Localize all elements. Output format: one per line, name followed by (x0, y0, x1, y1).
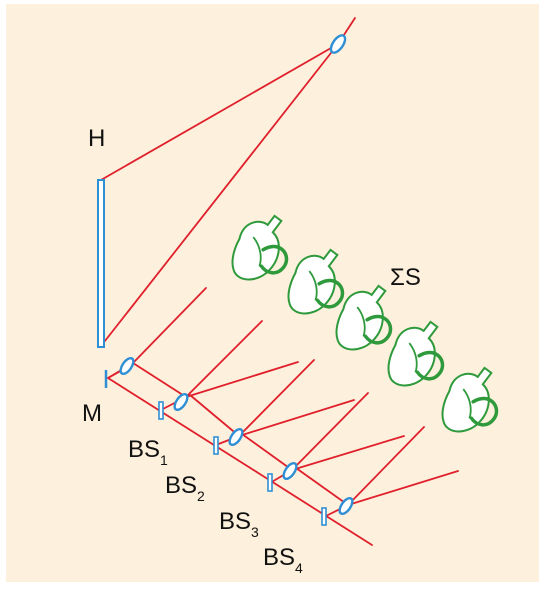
ray-bs4-back (295, 467, 349, 506)
lens-bs1-icon (173, 392, 189, 412)
ray-bs2-up (238, 359, 315, 437)
ray-bs2-back (189, 394, 240, 437)
ray-bs1-back (132, 362, 187, 398)
beam-splitter-bs4-icon (321, 507, 327, 526)
ray-bs1-out (185, 361, 299, 398)
label-bs3-sub: 3 (251, 524, 259, 540)
label-bs2-sub: 2 (197, 488, 205, 504)
ray-bs3-back (241, 433, 293, 471)
label-bs1: BS1 (128, 436, 168, 468)
ray-lens-to-hologram-bottom (100, 43, 339, 347)
label-bs2-base: BS (165, 472, 197, 499)
diagram-panel (6, 4, 539, 582)
ray-bs3-up (291, 392, 369, 471)
ray-bs2-out (238, 399, 355, 437)
ray-bs1-up (185, 320, 263, 398)
label-bs4: BS4 (263, 544, 303, 576)
lens-top-icon (329, 34, 347, 54)
label-mirror: M (82, 400, 102, 427)
label-hologram: H (88, 125, 105, 152)
lens-group (119, 34, 354, 516)
ray-bs3-out (291, 435, 405, 471)
lens-bs4-icon (338, 496, 354, 516)
label-bs3-base: BS (219, 508, 251, 535)
label-bs4-sub: 4 (295, 560, 303, 576)
beam-splitter-bs1-icon (158, 401, 164, 420)
lens-m-icon (119, 356, 135, 376)
label-bs2: BS2 (165, 472, 205, 504)
beam-splitter-group (158, 401, 327, 526)
beam-splitter-bs2-icon (213, 436, 219, 455)
ray-bs4-up (347, 426, 425, 506)
ray-bs4-out (347, 470, 459, 506)
lens-bs3-icon (282, 461, 298, 481)
hologram-plate-icon (97, 179, 105, 348)
label-bs1-sub: 1 (160, 452, 168, 468)
label-sum: ΣS (390, 264, 421, 291)
label-bs1-base: BS (128, 436, 160, 463)
beam-splitter-bs3-icon (267, 473, 273, 492)
ray-lens-to-hologram-top (100, 43, 339, 181)
ray-main-diagonal (107, 377, 373, 546)
lens-bs2-icon (228, 427, 244, 447)
label-bs4-base: BS (263, 544, 295, 571)
label-bs3: BS3 (219, 508, 259, 540)
ray-m-zig-b (132, 287, 207, 364)
